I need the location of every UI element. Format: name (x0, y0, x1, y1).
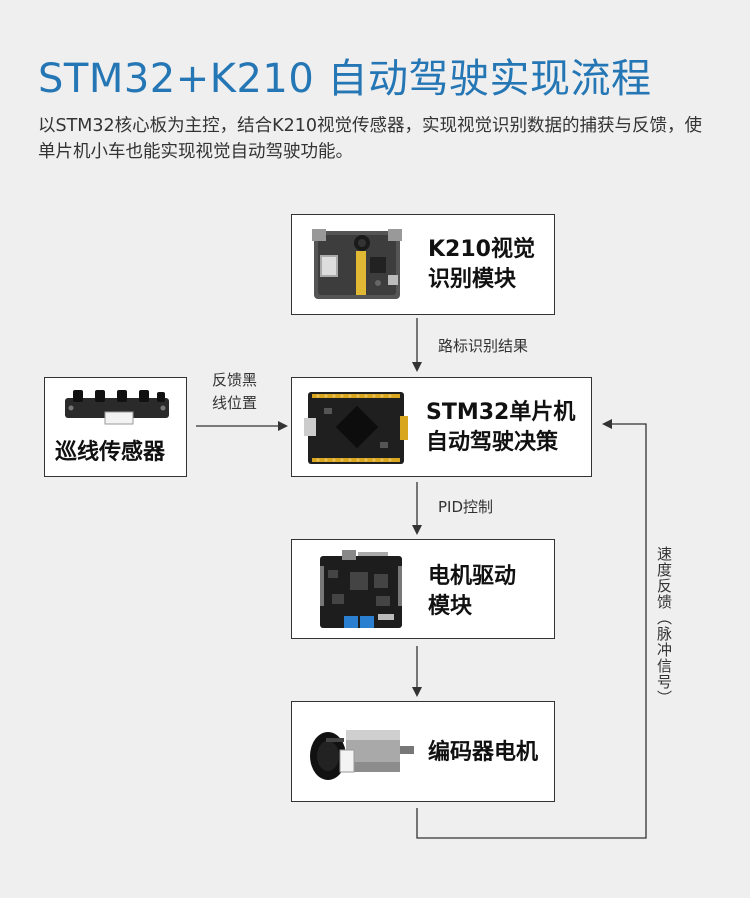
line-sensor-box: 巡线传感器 (44, 377, 187, 477)
motor-driver-box: 电机驱动 模块 (291, 539, 555, 639)
k210-label-line1: K210视觉 (428, 237, 535, 262)
stm32-board-icon (304, 392, 408, 464)
stm32-box: STM32单片机 自动驾驶决策 (291, 377, 592, 477)
k210-module-box: K210视觉 识别模块 (291, 214, 555, 315)
line-sensor-board-icon (65, 390, 169, 425)
motor-driver-label-line2: 模块 (428, 594, 473, 619)
edge-label-speed-feedback: 速度反馈（脉冲信号） (655, 546, 673, 706)
encoder-motor-box: 编码器电机 (291, 701, 555, 802)
edge-label-pid-control: PID控制 (438, 498, 494, 516)
stm32-label-line1: STM32单片机 (426, 400, 576, 425)
k210-camera-board-icon (312, 229, 402, 299)
encoder-motor-label: 编码器电机 (428, 740, 539, 765)
k210-label-line2: 识别模块 (428, 267, 517, 292)
line-sensor-label: 巡线传感器 (55, 440, 166, 465)
motor-driver-label-line1: 电机驱动 (428, 564, 517, 589)
page-title: STM32+K210 自动驾驶实现流程 (38, 56, 652, 102)
stm32-label-line2: 自动驾驶决策 (426, 430, 559, 455)
intro-text: 以STM32核心板为主控，结合K210视觉传感器，实现视觉识别数据的捕获与反馈，… (38, 116, 703, 162)
encoder-motor-icon (310, 730, 414, 780)
arrow-motor-feedback (416, 419, 647, 839)
motor-driver-board-icon (320, 550, 402, 628)
edge-label-feedback-line1: 反馈黑 (212, 371, 258, 389)
edge-label-feedback-line2: 线位置 (212, 394, 258, 412)
edge-label-recognition-result: 路标识别结果 (438, 337, 529, 355)
